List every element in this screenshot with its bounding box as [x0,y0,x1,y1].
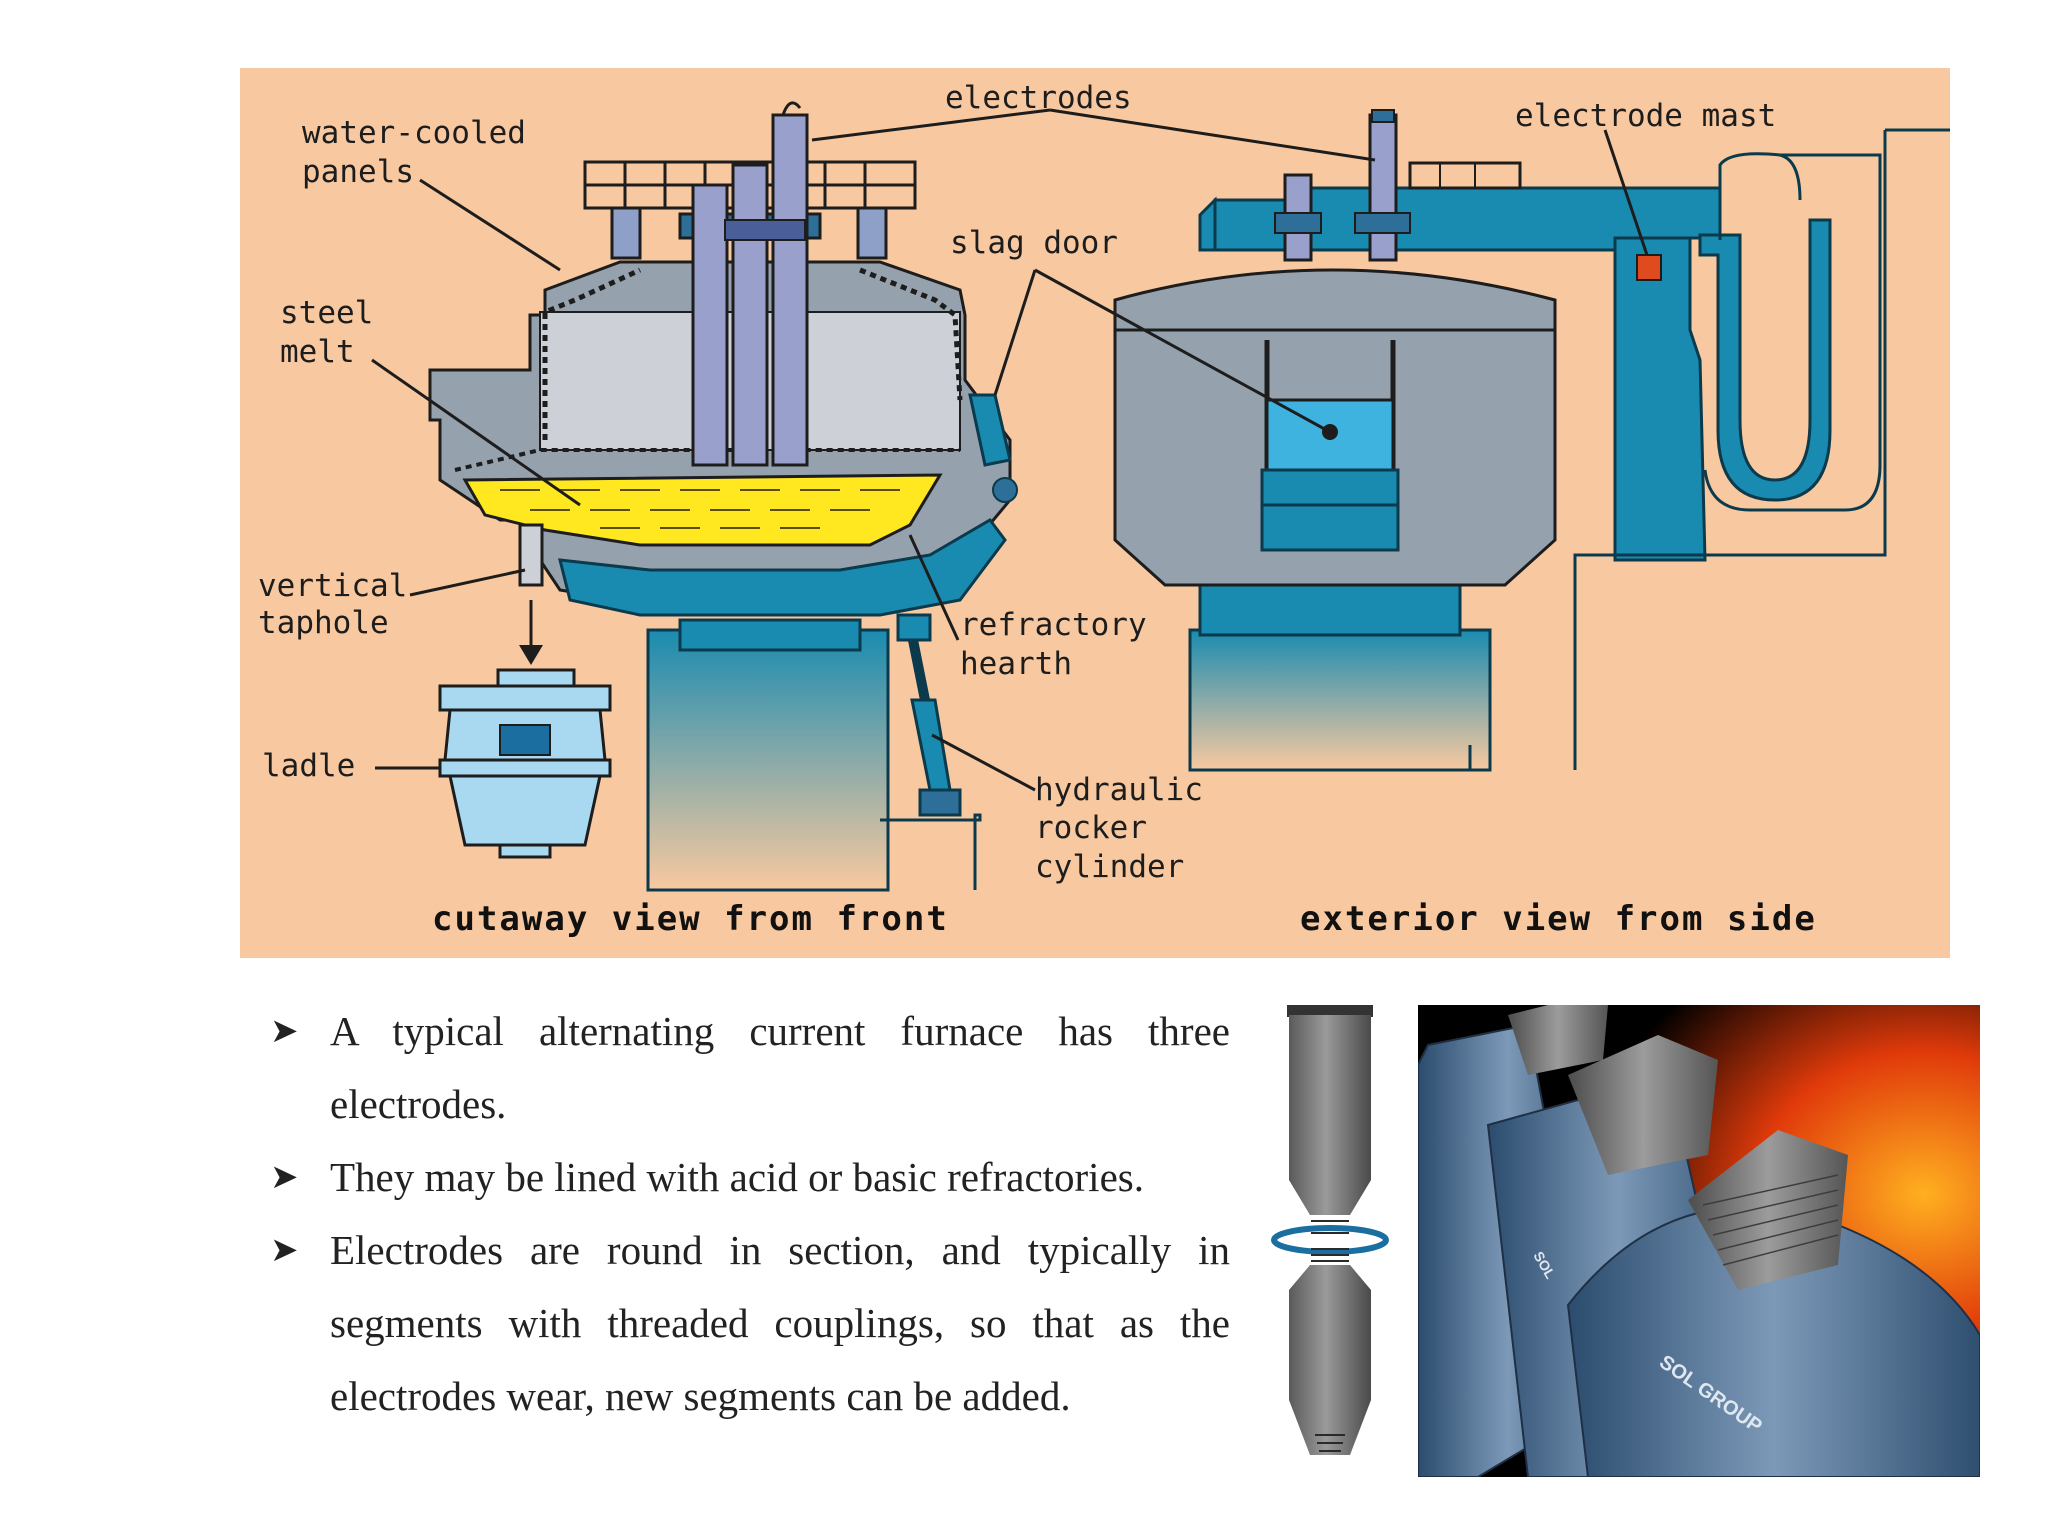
arrow-bullet-icon: ➤ [270,1232,299,1269]
bullet-item: ➤ A typical alternating current furnace h… [270,995,1230,1141]
label-refractory-hearth-line2: hearth [960,646,1072,682]
label-hydraulic-rocker-cylinder-line3: cylinder [1035,849,1184,885]
label-refractory-hearth: refractory [960,607,1147,643]
leader-lines [371,108,1649,792]
bullet-text: Electrodes are round in section, and typ… [330,1227,1230,1419]
slag-door [968,393,1012,467]
bullet-item: ➤ They may be lined with acid or basic re… [270,1141,1230,1214]
refractory-hearth [558,518,1007,617]
diagram-labels: water-cooled panels electrodes electrode… [258,80,1817,939]
rotation-arrow-icon [1271,1225,1389,1255]
side-exterior-view [1113,109,1950,772]
label-slag-door: slag door [950,225,1118,261]
vertical-taphole [518,523,544,587]
label-ladle: ladle [262,748,355,784]
label-vertical-taphole: vertical [258,568,407,604]
bullet-text: A typical alternating current furnace ha… [330,1008,1230,1127]
caption-side-view: exterior view from side [1300,899,1817,939]
label-vertical-taphole-line2: taphole [258,605,389,641]
bullet-list: ➤ A typical alternating current furnace h… [270,995,1230,1433]
side-pedestal [1188,628,1492,772]
electric-arc-furnace-diagram: water-cooled panels electrodes electrode… [240,68,1950,958]
steel-melt [462,473,943,547]
side-furnace-body [1113,268,1557,332]
hydraulic-rocker-cylinder [896,613,962,817]
electrodes-front [691,101,809,467]
front-pedestal [646,628,890,892]
label-steel-melt-line2: melt [280,334,355,370]
electrode-coupling-illustration [1271,1005,1389,1455]
bullet-item: ➤ Electrodes are round in section, and ty… [270,1214,1230,1433]
label-electrodes: electrodes [945,80,1132,116]
label-water-cooled-panels-line2: panels [302,154,414,190]
electrode-mast [1613,236,1707,562]
ladle [438,668,612,859]
label-steel-melt: steel [280,295,373,331]
arrow-bullet-icon: ➤ [270,1159,299,1196]
label-hydraulic-rocker-cylinder-line2: rocker [1035,810,1147,846]
front-cutaway-view [428,101,1018,892]
label-electrode-mast: electrode mast [1515,98,1776,134]
cooling-pipes [1698,218,1832,502]
graphite-electrodes-photo: SOL GROUP SOL [1418,1005,1980,1477]
label-water-cooled-panels: water-cooled [302,115,526,151]
caption-front-view: cutaway view from front [432,899,949,939]
bullet-text: They may be lined with acid or basic ref… [330,1154,1144,1200]
label-hydraulic-rocker-cylinder: hydraulic [1035,772,1203,808]
refractory-lining [542,267,963,440]
arrow-bullet-icon: ➤ [270,1013,299,1050]
